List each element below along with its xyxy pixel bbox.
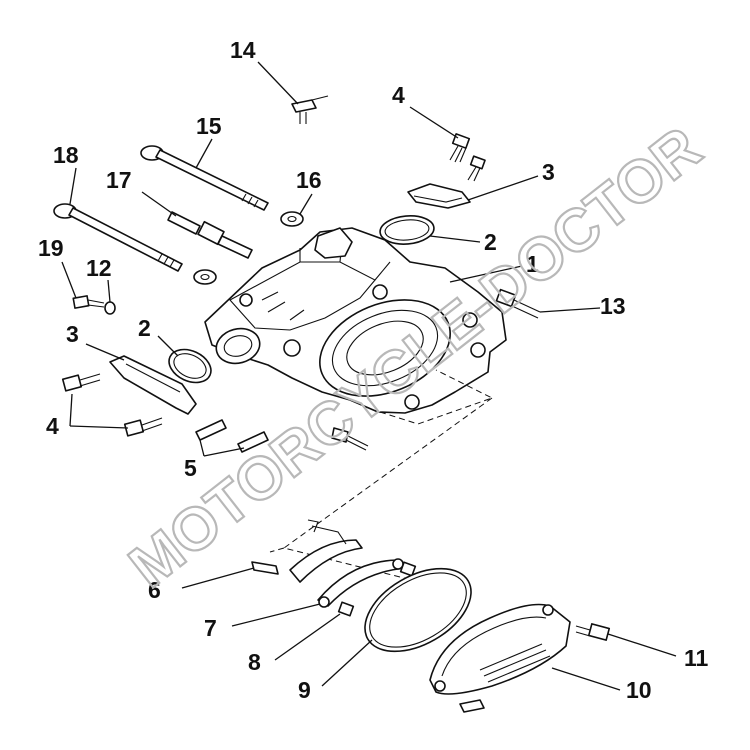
part-8-screws xyxy=(337,561,417,617)
callout-11: 11 xyxy=(684,645,709,671)
callout-5: 5 xyxy=(184,455,197,481)
callout-6: 6 xyxy=(148,577,161,603)
callout-12: 12 xyxy=(86,255,112,281)
callout-15: 15 xyxy=(196,113,222,139)
part-3-cover-left xyxy=(109,355,197,415)
callout-13: 13 xyxy=(600,293,626,319)
callout-1: 1 xyxy=(526,251,539,277)
part-11-screw xyxy=(575,623,611,641)
callout-9: 9 xyxy=(298,677,311,703)
leader-lines xyxy=(61,61,677,691)
part-2-o-ring-upper xyxy=(379,215,435,245)
callout-18: 18 xyxy=(53,142,79,168)
part-10-end-cover xyxy=(429,603,571,713)
part-12-washer xyxy=(104,301,116,315)
callout-17: 17 xyxy=(106,167,132,193)
part-18-long-stud xyxy=(53,203,183,272)
watermark-text: MOTORCYCLE-DOCTOR xyxy=(117,114,713,601)
callout-3-left: 3 xyxy=(66,321,79,347)
callout-4-top: 4 xyxy=(392,82,405,108)
part-9-large-o-ring xyxy=(364,567,472,653)
part-4-bolts-upper xyxy=(449,133,486,182)
part-16-washer xyxy=(193,211,304,285)
callout-19: 19 xyxy=(38,235,64,261)
part-17-sensor xyxy=(167,211,253,259)
assembly-guide-lines xyxy=(269,369,494,583)
callout-16: 16 xyxy=(296,167,322,193)
callout-4-left: 4 xyxy=(46,413,59,439)
part-14-fitting xyxy=(291,95,329,124)
callout-14: 14 xyxy=(230,37,256,63)
callout-7: 7 xyxy=(204,615,217,641)
part-4-bolts-left xyxy=(61,373,163,437)
part-1-main-body xyxy=(204,227,507,414)
part-13-bolt xyxy=(495,288,541,319)
part-2-o-ring-left xyxy=(168,348,212,384)
part-6-bracket xyxy=(251,519,363,583)
callout-3-top: 3 xyxy=(542,159,555,185)
part-19-bolt xyxy=(72,295,105,309)
part-5-studs xyxy=(195,419,369,453)
callout-10: 10 xyxy=(626,677,652,703)
callout-8: 8 xyxy=(248,649,261,675)
callout-2-left: 2 xyxy=(138,315,151,341)
callout-numbers: 14 4 15 18 17 16 3 2 1 19 12 13 3 2 4 5 … xyxy=(38,37,709,703)
part-3-cap-upper xyxy=(407,183,471,209)
callout-2-top: 2 xyxy=(484,229,497,255)
part-15-long-stud xyxy=(140,145,269,211)
